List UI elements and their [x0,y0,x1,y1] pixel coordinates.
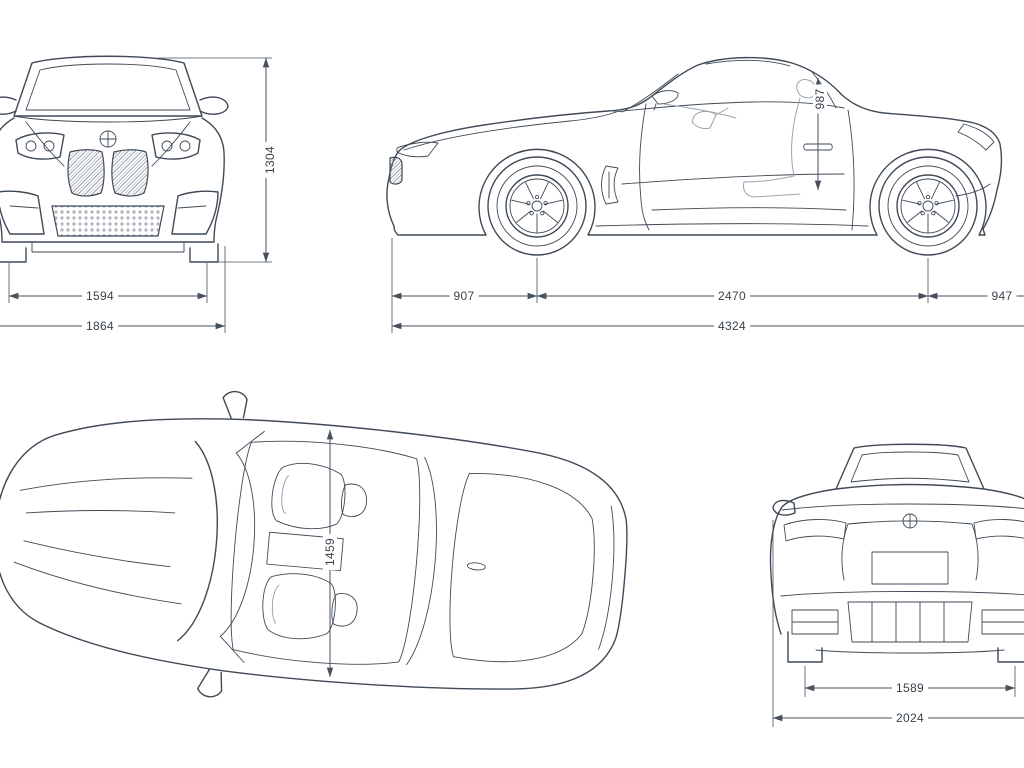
front-right-mirror [199,96,229,115]
rear-diffuser [847,601,973,643]
kidney-grille-left [67,149,105,197]
exhaust-right [981,609,1024,635]
bmw-roundel-icon [99,130,117,148]
dim-label-headroom: 987 [813,84,827,114]
seats [262,462,367,640]
exhaust-left [791,609,839,635]
rear-left-mirror [772,499,796,516]
top-left-mirror [222,390,248,420]
license-plate [871,551,949,585]
side-vent [601,165,619,205]
dim-label-rear-overhang: 947 [987,289,1017,303]
dim-label-length: 4324 [714,319,750,333]
dim-label-rear-width: 2024 [892,711,928,725]
side-body-outline [386,56,1003,236]
rear-left-taillight [783,519,847,542]
front-center-intake [51,205,165,237]
top-right-mirror [196,668,223,698]
dim-label-wheelbase: 2470 [714,289,750,303]
kidney-grille-right [111,149,149,197]
dim-label-interior-width: 1459 [323,534,337,570]
side-view [386,56,1003,256]
front-right-headlight [151,132,201,160]
dim-label-front-height: 1304 [263,142,277,178]
center-console [266,531,344,572]
door-handle [803,143,833,151]
rear-view [769,443,1024,663]
dim-label-front-track: 1594 [82,289,118,303]
dimension-lines [0,57,1024,727]
side-mirror [651,90,679,111]
antenna-fin [466,562,486,571]
rear-right-taillight [973,519,1024,540]
front-left-headlight [15,132,65,160]
trunk-lid [449,472,595,663]
front-wheel [487,156,587,256]
dim-label-rear-track: 1589 [892,681,928,695]
taillight-side [957,123,995,151]
dim-label-front-width: 1864 [82,319,118,333]
front-left-mirror [0,96,17,115]
top-view [0,390,628,698]
rear-wheel [878,156,978,256]
top-body-outline [0,418,628,690]
dim-label-front-overhang: 907 [449,289,479,303]
front-view [0,55,229,263]
